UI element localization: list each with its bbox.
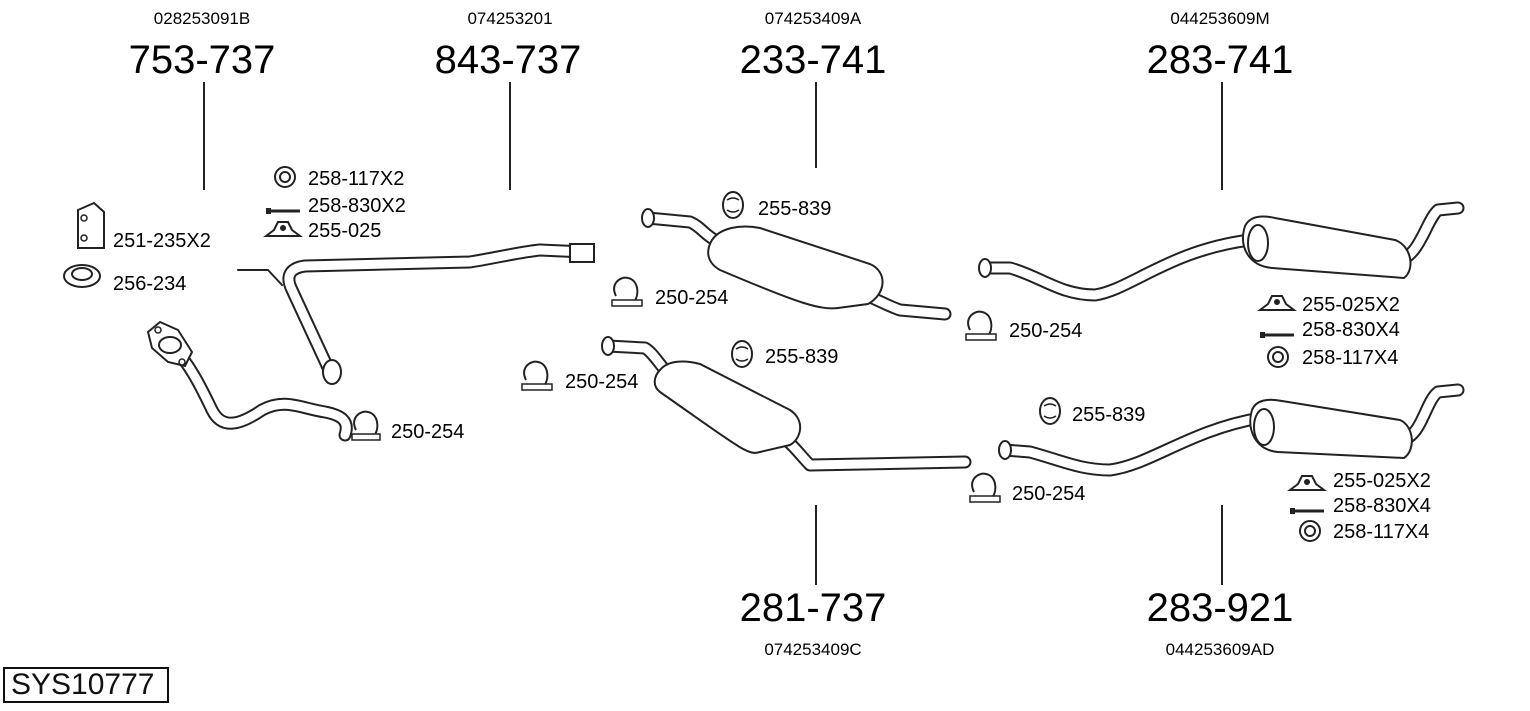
accessory-label[interactable]: 250-254: [391, 421, 464, 443]
accessory-label[interactable]: 250-254: [565, 371, 638, 393]
accessory-label[interactable]: 258-830X4: [1333, 495, 1431, 517]
accessory-label[interactable]: 256-234: [113, 273, 186, 295]
oem-number: 074253409A: [765, 9, 862, 28]
part-number[interactable]: 283-741: [1147, 38, 1294, 82]
system-code: SYS10777: [3, 667, 169, 703]
accessory-label[interactable]: 250-254: [1012, 483, 1085, 505]
clamp-icon: [611, 276, 643, 307]
accessory-label[interactable]: 251-235X2: [113, 230, 211, 252]
accessory-label[interactable]: 250-254: [1009, 320, 1082, 342]
part-number[interactable]: 233-741: [740, 38, 887, 82]
part-number[interactable]: 843-737: [435, 38, 582, 82]
oem-number: 044253609AD: [1166, 640, 1275, 659]
mount-icon: [263, 221, 303, 237]
rubber-hanger-icon: [722, 191, 744, 219]
rubber-hanger-icon: [731, 340, 753, 368]
accessory-label[interactable]: 255-025: [308, 220, 381, 242]
part-number[interactable]: 281-737: [740, 586, 887, 630]
gasket-ring-icon: [63, 264, 101, 288]
accessory-label[interactable]: 255-839: [1072, 404, 1145, 426]
bracket-icon: [77, 201, 105, 249]
middle-silencer-233-741[interactable]: [641, 208, 952, 321]
rear-silencer-283-741[interactable]: [978, 201, 1465, 302]
clamp-icon: [351, 410, 381, 441]
bolt-icon: [266, 208, 300, 214]
accessory-label[interactable]: 255-025X2: [1333, 470, 1431, 492]
oem-number: 028253091B: [154, 9, 250, 28]
clamp-icon: [969, 472, 1001, 503]
accessory-label[interactable]: 258-117X4: [1333, 521, 1429, 543]
mount-icon: [1257, 295, 1297, 311]
ring-icon: [1299, 520, 1321, 542]
oem-number: 074253409C: [764, 640, 861, 659]
accessory-label[interactable]: 255-839: [758, 198, 831, 220]
oem-number: 044253609M: [1170, 9, 1269, 28]
part-number[interactable]: 753-737: [129, 38, 276, 82]
accessory-label[interactable]: 258-830X4: [1302, 319, 1400, 341]
accessory-label[interactable]: 258-830X2: [308, 195, 406, 217]
ring-icon: [1267, 346, 1289, 368]
ring-icon: [274, 166, 296, 188]
mount-icon: [1287, 475, 1327, 491]
rubber-hanger-icon: [1039, 397, 1061, 425]
accessory-label[interactable]: 255-025X2: [1302, 294, 1400, 316]
bolt-icon: [1260, 332, 1294, 338]
accessory-label[interactable]: 258-117X2: [308, 168, 404, 190]
front-pipe-753-737[interactable]: [146, 320, 353, 442]
middle-silencer-281-737[interactable]: [601, 336, 972, 472]
accessory-label[interactable]: 258-117X4: [1302, 347, 1398, 369]
clamp-icon: [521, 360, 553, 391]
rear-silencer-283-921[interactable]: [998, 383, 1465, 477]
clamp-icon: [965, 310, 997, 341]
intermediate-pipe-843-737[interactable]: [237, 243, 595, 385]
oem-number: 074253201: [467, 9, 552, 28]
bolt-icon: [1290, 508, 1324, 514]
accessory-label[interactable]: 250-254: [655, 287, 728, 309]
accessory-label[interactable]: 255-839: [765, 346, 838, 368]
part-number[interactable]: 283-921: [1147, 586, 1294, 630]
